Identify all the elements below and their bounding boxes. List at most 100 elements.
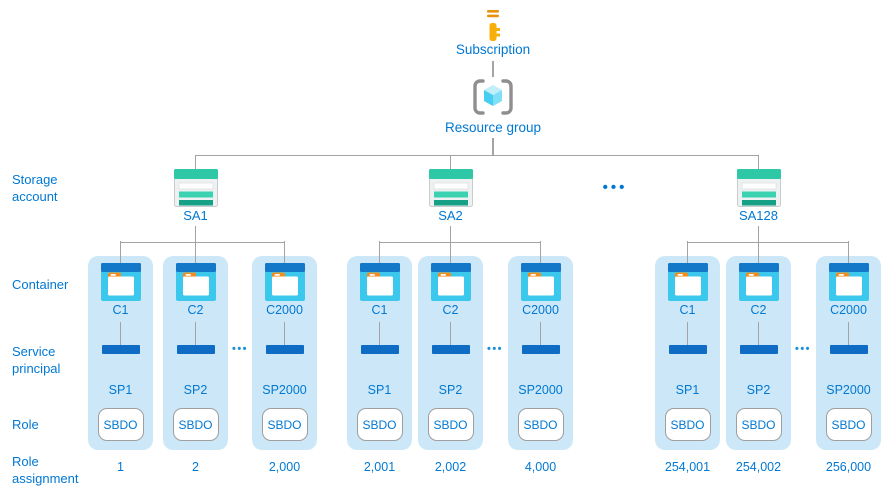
ellipsis-storage-level: ••• — [602, 179, 628, 196]
connector-line — [378, 241, 381, 263]
connector-line — [492, 61, 494, 77]
connector-line — [194, 226, 197, 242]
row-label-role-assignment: Role assignment — [12, 454, 79, 486]
connector-line — [687, 241, 849, 243]
resource-group-label: Resource group — [444, 120, 542, 135]
container-icon — [739, 263, 779, 301]
connector-line — [283, 241, 286, 263]
service-principal-icon — [669, 345, 707, 381]
connector-line — [449, 322, 451, 347]
container-icon — [265, 263, 305, 301]
storage-account-icon — [429, 169, 473, 207]
container-label: C2 — [750, 303, 767, 317]
storage-account-icon — [737, 169, 781, 207]
connector-line — [757, 226, 760, 242]
row-label-role: Role — [12, 417, 39, 432]
container-label: C2000 — [522, 303, 559, 317]
service-principal-label: SP1 — [367, 383, 392, 397]
container-panel: C2000 SP2000 SBDO — [816, 256, 881, 450]
service-principal-icon — [266, 345, 304, 381]
role-badge: SBDO — [735, 408, 782, 441]
container-icon — [431, 263, 471, 301]
service-principal-icon — [740, 345, 778, 381]
role-badge: SBDO — [427, 408, 474, 441]
container-label: C1 — [112, 303, 129, 317]
role-badge: SBDO — [97, 408, 144, 441]
role-badge: SBDO — [356, 408, 403, 441]
subscription-label: Subscription — [455, 42, 531, 57]
connector-line — [449, 155, 452, 169]
connector-line — [686, 322, 688, 347]
container-panel: C1 SP1 SBDO — [347, 256, 412, 450]
key-icon — [475, 3, 511, 43]
container-panel: C2 SP2 SBDO — [418, 256, 483, 450]
storage-account-icon — [174, 169, 218, 207]
role-assignment-value: 2,000 — [268, 460, 301, 474]
connector-line — [194, 155, 197, 169]
role-assignment-value: 1 — [117, 460, 124, 474]
connector-line — [119, 241, 122, 263]
role-assignment-value: 2,002 — [434, 460, 467, 474]
container-panel: C1 SP1 SBDO — [88, 256, 153, 450]
connector-line — [757, 241, 760, 263]
storage-account-label: SA128 — [738, 208, 779, 223]
role-assignment-value: 4,000 — [524, 460, 557, 474]
ellipsis-container-level: ••• — [794, 343, 812, 355]
role-badge: SBDO — [172, 408, 219, 441]
container-panel: C2000 SP2000 SBDO — [252, 256, 317, 450]
storage-account-label: SA2 — [438, 208, 463, 223]
service-principal-icon — [830, 345, 868, 381]
role-badge: SBDO — [261, 408, 308, 441]
service-principal-label: SP1 — [108, 383, 133, 397]
container-label: C2 — [442, 303, 459, 317]
container-icon — [521, 263, 561, 301]
storage-account-label: SA1 — [183, 208, 208, 223]
connector-line — [847, 322, 849, 347]
service-principal-icon — [177, 345, 215, 381]
service-principal-label: SP2 — [438, 383, 463, 397]
row-label-container: Container — [12, 277, 69, 292]
container-label: C2000 — [266, 303, 303, 317]
connector-line — [449, 226, 452, 242]
connector-line — [194, 241, 197, 263]
connector-line — [492, 138, 494, 155]
container-icon — [101, 263, 141, 301]
service-principal-icon — [102, 345, 140, 381]
connector-line — [283, 322, 285, 347]
connector-line — [539, 241, 542, 263]
service-principal-icon — [522, 345, 560, 381]
ellipsis-container-level: ••• — [486, 343, 504, 355]
connector-line — [686, 241, 689, 263]
role-assignment-value: 254,001 — [664, 460, 711, 474]
role-badge: SBDO — [517, 408, 564, 441]
container-panel: C2 SP2 SBDO — [163, 256, 228, 450]
connector-line — [194, 154, 759, 156]
container-label: C2000 — [830, 303, 867, 317]
service-principal-label: SP1 — [675, 383, 700, 397]
container-label: C1 — [371, 303, 388, 317]
resource-group-icon — [471, 77, 515, 117]
service-principal-icon — [432, 345, 470, 381]
service-principal-label: SP2000 — [518, 383, 563, 397]
service-principal-label: SP2 — [746, 383, 771, 397]
connector-line — [847, 241, 850, 263]
container-panel: C2 SP2 SBDO — [726, 256, 791, 450]
service-principal-icon — [361, 345, 399, 381]
container-label: C2 — [187, 303, 204, 317]
container-icon — [176, 263, 216, 301]
connector-line — [119, 322, 121, 347]
connector-line — [539, 322, 541, 347]
container-panel: C2000 SP2000 SBDO — [508, 256, 573, 450]
container-label: C1 — [679, 303, 696, 317]
role-assignment-value: 254,002 — [735, 460, 782, 474]
connector-line — [449, 241, 452, 263]
service-principal-label: SP2000 — [262, 383, 307, 397]
service-principal-label: SP2 — [183, 383, 208, 397]
role-badge: SBDO — [825, 408, 872, 441]
role-assignment-value: 256,000 — [825, 460, 872, 474]
container-icon — [668, 263, 708, 301]
container-panel: C1 SP1 SBDO — [655, 256, 720, 450]
role-assignment-value: 2 — [192, 460, 199, 474]
connector-line — [120, 241, 285, 243]
